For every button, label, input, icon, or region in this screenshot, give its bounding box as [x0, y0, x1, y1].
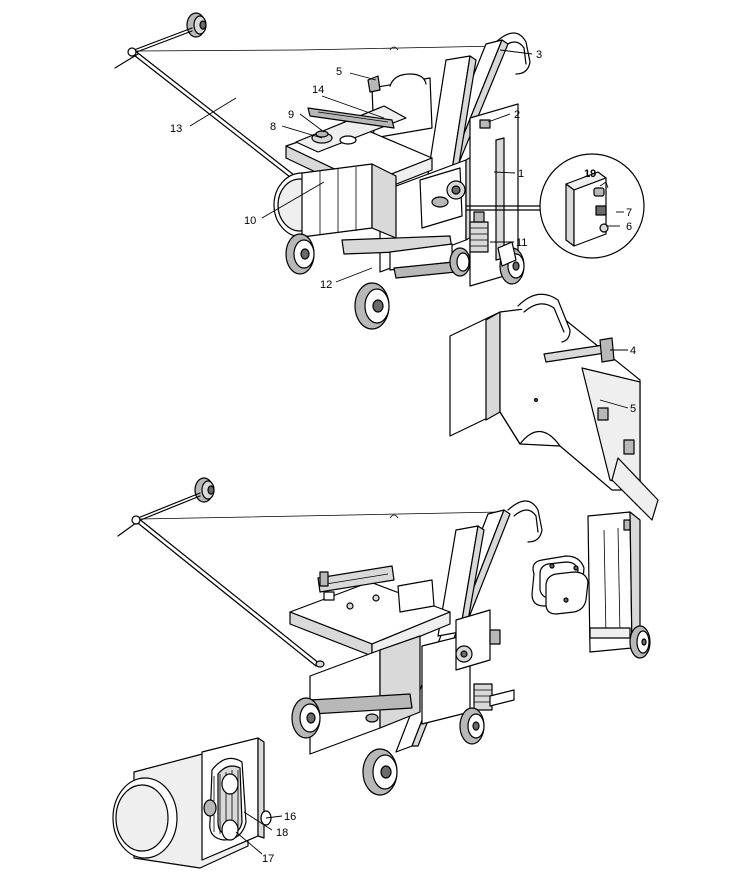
bottom-wheels: [291, 697, 485, 796]
middle-blade-guard: [449, 293, 659, 521]
callout-2: 2: [514, 109, 520, 121]
bottom-frame: [309, 609, 515, 755]
top-wheels: [285, 233, 525, 330]
callout-19: 19: [584, 168, 596, 180]
top-pointer-wheel: [133, 12, 207, 54]
callout-16: 16: [284, 811, 296, 823]
switch-box-detail: [465, 153, 645, 259]
callout-4: 4: [630, 345, 636, 357]
gasket-part: [531, 555, 589, 615]
callout-8: 8: [270, 121, 276, 133]
callout-17: 17: [262, 853, 274, 865]
callout-18: 18: [276, 827, 288, 839]
callout-14: 14: [312, 84, 324, 96]
callout-10: 10: [244, 215, 256, 227]
callout-6: 6: [626, 221, 632, 233]
callout-13: 13: [170, 123, 182, 135]
side-panel-with-wheel: [587, 511, 651, 659]
top-motor: [273, 163, 397, 239]
callout-1: 1: [518, 168, 524, 180]
leader-lines: [189, 49, 629, 855]
callout-3: 3: [536, 49, 542, 61]
top-pulley-housing: [419, 119, 491, 229]
callout-5-top: 5: [336, 66, 342, 78]
top-deck: [285, 105, 433, 197]
callout-12: 12: [320, 279, 332, 291]
top-guide-rod: [114, 45, 501, 178]
callout-labels: 1 2 3 4 5 5 6 7 8 9 10 11 12 13 14 16 17…: [170, 49, 636, 865]
callout-11: 11: [516, 237, 527, 249]
top-jack-spring: [469, 211, 489, 253]
callout-9: 9: [288, 109, 294, 121]
bottom-deck: [289, 565, 451, 657]
callout-7: 7: [626, 207, 632, 219]
motor-belt-assembly: [112, 737, 272, 869]
bottom-guide-rod: [117, 511, 501, 668]
bottom-assembly: [117, 477, 543, 796]
top-assembly: [114, 12, 645, 330]
bottom-pointer-wheel: [137, 477, 215, 522]
callout-5-guard: 5: [630, 403, 636, 415]
